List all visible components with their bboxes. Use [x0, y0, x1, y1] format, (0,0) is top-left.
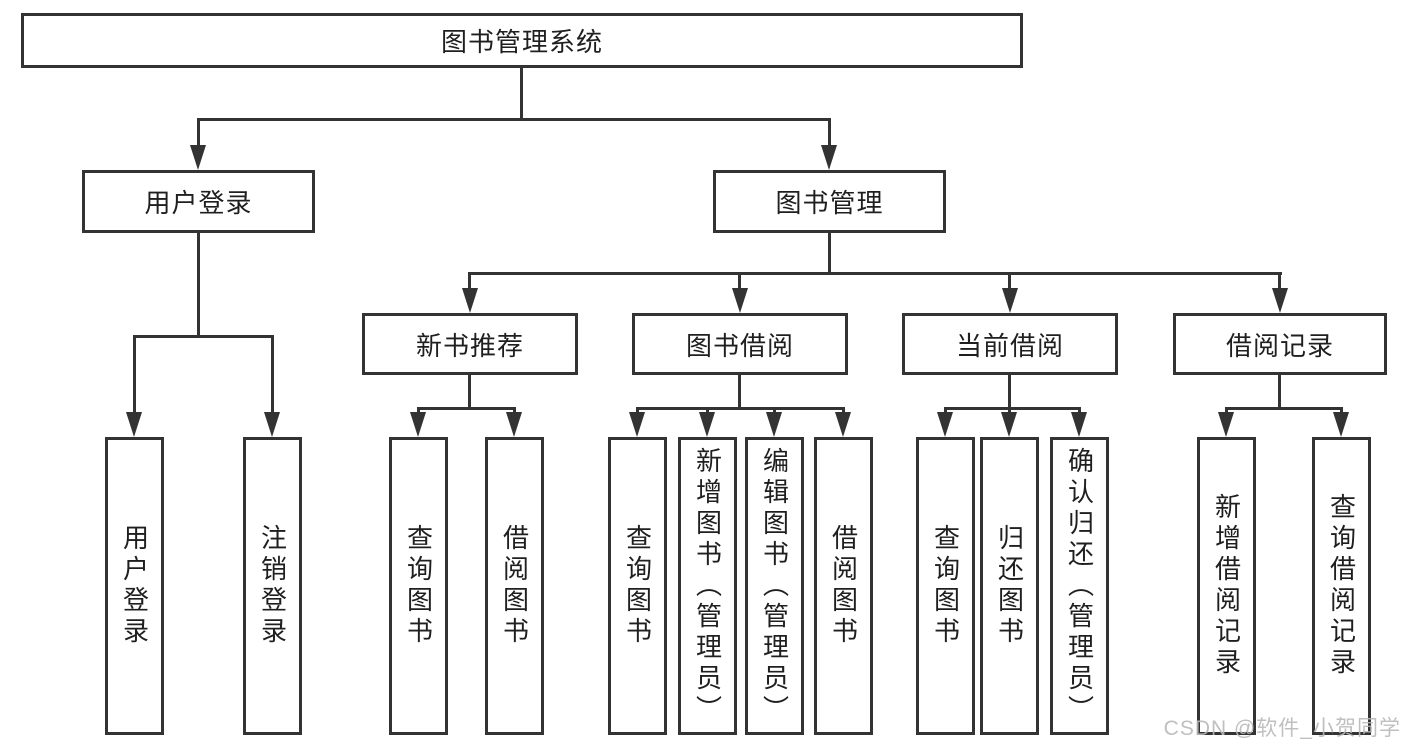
- leaf-bb-query-book: 查询图书: [608, 437, 667, 735]
- connector-bb-hline: [636, 407, 845, 410]
- leaf-br-add-record-label: 新增借阅记录: [1211, 493, 1242, 679]
- connector-nbr-hline: [417, 407, 516, 410]
- connector-bb-vline: [738, 375, 741, 407]
- leaf-user-login: 用户登录: [105, 437, 164, 735]
- arrow-down-icon: [766, 412, 782, 437]
- connector-user-login-hline: [133, 335, 274, 338]
- leaf-nbr-query-book: 查询图书: [389, 437, 448, 735]
- connector-leaf-stub: [133, 335, 136, 415]
- connector-user-login-vline: [197, 233, 200, 335]
- leaf-nbr-query-book-label: 查询图书: [403, 524, 434, 648]
- node-current-borrow-label: 当前借阅: [955, 330, 1064, 361]
- node-book-management-label: 图书管理: [775, 188, 884, 218]
- node-book-borrow-label: 图书借阅: [685, 330, 794, 361]
- connector-book-mgmt-stub: [828, 118, 831, 148]
- leaf-cb-return-book-label: 归还图书: [994, 524, 1025, 648]
- arrow-down-icon: [1002, 288, 1018, 313]
- node-current-borrow: 当前借阅: [902, 313, 1118, 375]
- leaf-bb-edit-book-admin-label: 编辑图书（管理员）: [759, 446, 790, 726]
- node-borrow-records: 借阅记录: [1173, 313, 1387, 375]
- arrow-down-icon: [821, 145, 837, 170]
- connector-l3-stub: [738, 272, 741, 292]
- connector-book-mgmt-hline: [468, 272, 1282, 275]
- connector-leaf-stub: [636, 407, 639, 415]
- leaf-nbr-borrow-book-label: 借阅图书: [499, 524, 530, 648]
- leaf-bb-add-book-admin-label: 新增图书（管理员）: [692, 446, 723, 726]
- leaf-logout: 注销登录: [243, 437, 302, 735]
- leaf-cb-return-book: 归还图书: [980, 437, 1039, 735]
- arrow-down-icon: [126, 412, 142, 437]
- connector-leaf-stub: [944, 407, 947, 415]
- arrow-down-icon: [410, 412, 426, 437]
- connector-br-vline: [1278, 375, 1281, 407]
- leaf-cb-query-book: 查询图书: [916, 437, 975, 735]
- arrow-down-icon: [462, 288, 478, 313]
- node-user-login: 用户登录: [82, 170, 315, 233]
- connector-cb-vline: [1008, 375, 1011, 407]
- leaf-cb-query-book-label: 查询图书: [930, 524, 961, 648]
- arrow-down-icon: [1333, 412, 1349, 437]
- leaf-br-query-record: 查询借阅记录: [1312, 437, 1371, 735]
- connector-leaf-stub: [513, 407, 516, 415]
- node-borrow-records-label: 借阅记录: [1225, 330, 1334, 361]
- node-root: 图书管理系统: [21, 13, 1023, 68]
- connector-root-hline: [197, 118, 831, 121]
- leaf-cb-confirm-return-admin-label: 确认归还（管理员）: [1064, 446, 1095, 726]
- connector-user-login-stub: [197, 118, 200, 148]
- connector-l3-stub: [468, 272, 471, 292]
- arrow-down-icon: [1001, 412, 1017, 437]
- leaf-br-query-record-label: 查询借阅记录: [1326, 493, 1357, 679]
- connector-leaf-stub: [1225, 407, 1228, 415]
- node-new-book-recommend: 新书推荐: [362, 313, 578, 375]
- connector-l3-stub: [1008, 272, 1011, 292]
- node-book-management: 图书管理: [713, 170, 946, 233]
- node-book-borrow: 图书借阅: [632, 313, 848, 375]
- leaf-bb-add-book-admin: 新增图书（管理员）: [678, 437, 737, 735]
- leaf-cb-confirm-return-admin: 确认归还（管理员）: [1050, 437, 1109, 735]
- connector-leaf-stub: [706, 407, 709, 415]
- connector-leaf-stub: [271, 335, 274, 415]
- arrow-down-icon: [1272, 288, 1288, 313]
- connector-cb-hline: [944, 407, 1081, 410]
- connector-leaf-stub: [842, 407, 845, 415]
- watermark-text: CSDN @软件_小贺同学: [1163, 717, 1401, 740]
- connector-book-mgmt-vline: [828, 233, 831, 272]
- arrow-down-icon: [1071, 412, 1087, 437]
- connector-br-hline: [1225, 407, 1343, 410]
- connector-leaf-stub: [1078, 407, 1081, 415]
- connector-leaf-stub: [1008, 407, 1011, 415]
- node-new-book-recommend-label: 新书推荐: [415, 330, 524, 361]
- arrow-down-icon: [629, 412, 645, 437]
- leaf-bb-query-book-label: 查询图书: [622, 524, 653, 648]
- connector-nbr-vline: [468, 375, 471, 407]
- leaf-br-add-record: 新增借阅记录: [1197, 437, 1256, 735]
- arrow-down-icon: [506, 412, 522, 437]
- connector-leaf-stub: [1340, 407, 1343, 415]
- arrow-down-icon: [264, 412, 280, 437]
- node-user-login-label: 用户登录: [144, 188, 253, 218]
- arrow-down-icon: [190, 145, 206, 170]
- connector-leaf-stub: [417, 407, 420, 415]
- leaf-nbr-borrow-book: 借阅图书: [485, 437, 544, 735]
- arrow-down-icon: [699, 412, 715, 437]
- arrow-down-icon: [1218, 412, 1234, 437]
- connector-l3-stub: [1278, 272, 1281, 292]
- leaf-bb-borrow-book: 借阅图书: [814, 437, 873, 735]
- arrow-down-icon: [937, 412, 953, 437]
- arrow-down-icon: [732, 288, 748, 313]
- arrow-down-icon: [835, 412, 851, 437]
- leaf-logout-label: 注销登录: [257, 524, 288, 648]
- leaf-user-login-label: 用户登录: [119, 524, 150, 648]
- connector-root-vline: [520, 68, 523, 118]
- leaf-bb-edit-book-admin: 编辑图书（管理员）: [745, 437, 804, 735]
- node-root-label: 图书管理系统: [440, 27, 603, 57]
- leaf-bb-borrow-book-label: 借阅图书: [828, 524, 859, 648]
- connector-leaf-stub: [773, 407, 776, 415]
